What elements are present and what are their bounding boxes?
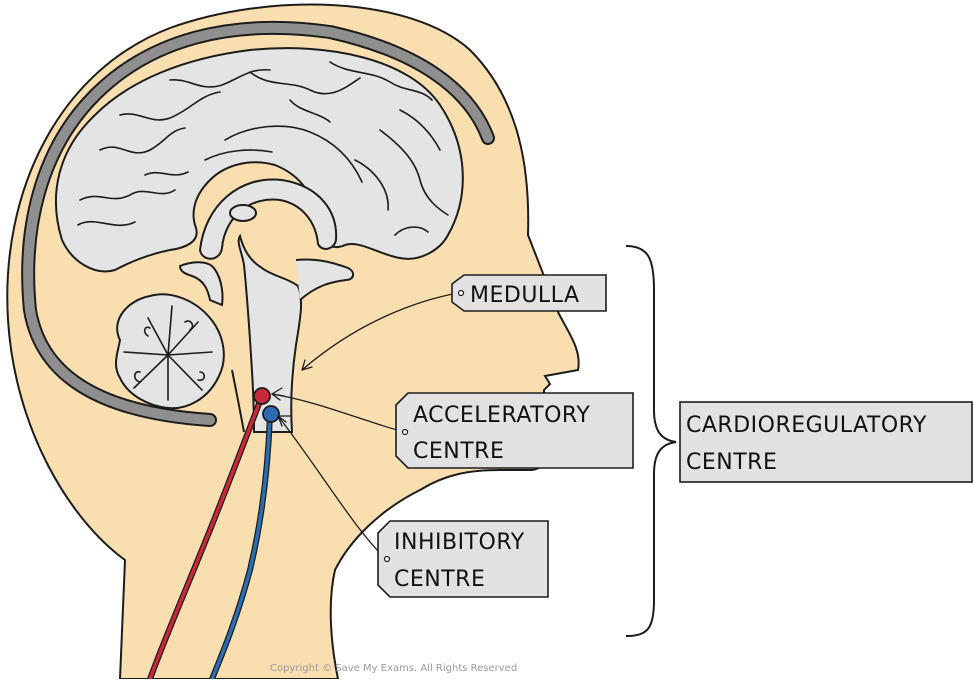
medulla-label: MEDULLA <box>470 283 580 308</box>
acceleratory-centre-tag: ACCELERATORY CENTRE <box>396 393 633 468</box>
inhibitory-centre-tag: INHIBITORY CENTRE <box>378 521 548 597</box>
cardioregulatory-label-line2: CENTRE <box>686 450 777 475</box>
cardioregulatory-label-line1: CARDIOREGULATORY <box>686 413 927 438</box>
copyright-text: Copyright © Save My Exams. All Rights Re… <box>270 663 517 674</box>
inhibitory-label-line2: CENTRE <box>394 567 485 592</box>
inhibitory-centre-dot <box>263 406 279 422</box>
inhibitory-label-line1: INHIBITORY <box>394 530 525 555</box>
medulla-tag: MEDULLA <box>452 275 606 311</box>
acceleratory-label-line2: CENTRE <box>413 439 504 464</box>
cardioregulatory-centre-tag: CARDIOREGULATORY CENTRE <box>680 402 972 482</box>
acceleratory-centre-dot <box>254 388 270 404</box>
acceleratory-label-line1: ACCELERATORY <box>413 403 590 428</box>
thalamus <box>230 205 256 221</box>
